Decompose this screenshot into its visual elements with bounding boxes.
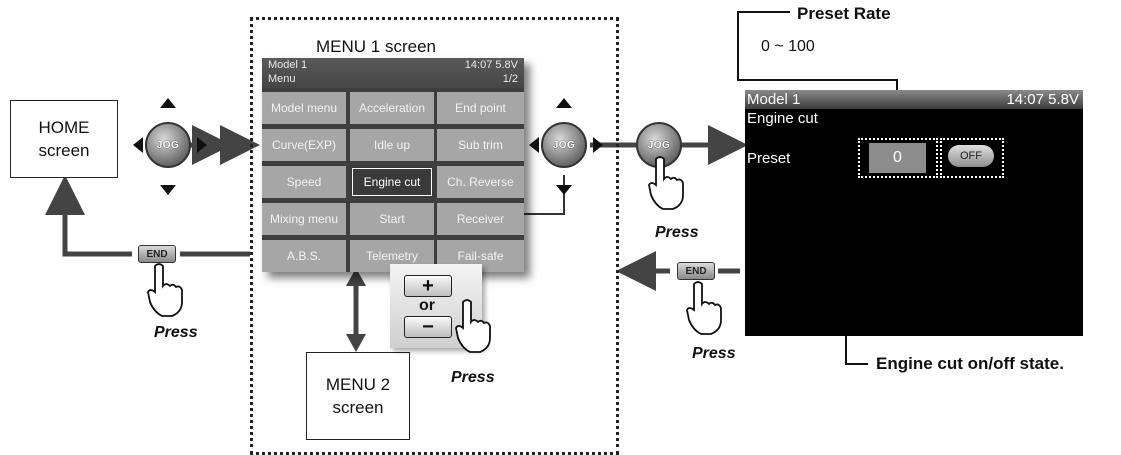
or-label: or [419, 297, 435, 314]
plus-key[interactable]: + [404, 275, 452, 297]
menu-item[interactable]: Speed [262, 166, 346, 198]
jog-button-2[interactable]: JOG [541, 122, 587, 168]
jog-label: JOG [156, 139, 180, 151]
home-line1: HOME [38, 118, 90, 137]
dpad-down-icon [160, 185, 176, 195]
press-label-jog: Press [655, 224, 699, 241]
dpad-left-icon [529, 137, 539, 153]
end-label: END [685, 265, 707, 277]
engine-cut-screen: Model 1 14:07 5.8V Engine cut Preset [745, 90, 1083, 336]
dpad-up-icon [160, 98, 176, 108]
state-note: Engine cut on/off state. [876, 354, 1064, 373]
jog-label: JOG [647, 139, 671, 151]
press-label-end-1: Press [154, 324, 198, 341]
end-label: END [146, 248, 168, 260]
menu-item[interactable]: End point [437, 92, 524, 124]
engine-screen-header: Model 1 14:07 5.8V [745, 90, 1083, 109]
dpad-up-icon [556, 98, 572, 108]
menu-item[interactable]: A.B.S. [262, 240, 346, 272]
menu-item[interactable]: Sub trim [437, 129, 524, 161]
preset-range: 0 ~ 100 [761, 38, 815, 55]
menu-item[interactable]: Idle up [350, 129, 434, 161]
preset-value[interactable]: 0 [869, 143, 926, 173]
jog-button-press[interactable]: JOG [636, 122, 682, 168]
menu-item[interactable]: Model menu [262, 92, 346, 124]
menu-item[interactable]: Start [350, 203, 434, 235]
preset-highlight [858, 138, 938, 178]
plus-minus-keypad: + or − [390, 264, 482, 348]
dpad-down-icon [556, 185, 572, 195]
home-line2: screen [38, 141, 90, 160]
hand-press-icon [686, 281, 722, 335]
menu-item[interactable]: Engine cut [350, 166, 434, 198]
menu-page: 1/2 [502, 73, 518, 85]
menu-header: Model 1 14:07 5.8V Menu 1/2 [262, 58, 524, 88]
state-highlight [940, 138, 1004, 178]
engine-screen-title: Engine cut [747, 110, 818, 127]
menu-time-volt: 14:07 5.8V [464, 59, 518, 71]
engine-cut-state-toggle[interactable]: OFF [948, 145, 994, 167]
jog-label: JOG [552, 139, 576, 151]
menu-item[interactable]: Mixing menu [262, 203, 346, 235]
press-label-end-2: Press [692, 345, 736, 362]
engine-model: Model 1 [747, 91, 801, 108]
menu-item[interactable]: Curve(EXP) [262, 129, 346, 161]
menu-title: Menu [268, 73, 296, 85]
dpad-right-icon [593, 137, 603, 153]
menu2-screen-box: MENU 2 screen [306, 352, 410, 440]
arrow-end-to-home [45, 175, 132, 257]
dpad-left-icon [133, 137, 143, 153]
hand-press-icon [648, 156, 684, 210]
menu2-line1: MENU 2 [325, 375, 391, 394]
menu-item[interactable]: Ch. Reverse [437, 166, 524, 198]
arrowhead-down [346, 334, 366, 352]
preset-rate-label: Preset Rate [797, 4, 891, 23]
menu-item[interactable]: Receiver [437, 203, 524, 235]
home-screen-box: HOME screen [10, 100, 118, 178]
preset-label: Preset [747, 150, 791, 167]
hand-press-icon [455, 299, 491, 353]
jog-button-1[interactable]: JOG [145, 122, 191, 168]
engine-time-volt: 14:07 5.8V [1006, 91, 1079, 108]
menu1-label: MENU 1 screen [316, 37, 436, 56]
menu-item[interactable]: Acceleration [350, 92, 434, 124]
hand-press-icon [147, 263, 183, 317]
menu2-line2: screen [332, 398, 384, 417]
end-key-1[interactable]: END [138, 245, 176, 263]
minus-key[interactable]: − [404, 316, 452, 338]
press-label-plusminus: Press [451, 369, 495, 386]
arrowhead-up [346, 268, 366, 286]
dpad-right-icon [197, 137, 207, 153]
end-key-2[interactable]: END [677, 262, 715, 280]
menu-model: Model 1 [268, 59, 308, 71]
